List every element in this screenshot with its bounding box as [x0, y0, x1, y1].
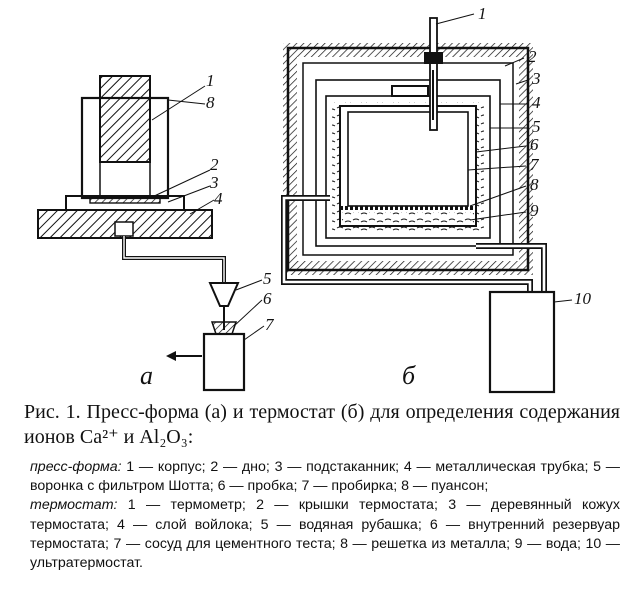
press-labels: 1 8 2 3 4 5 6 7 а [140, 71, 275, 390]
thermo-label-9: 9 [530, 201, 539, 220]
press-label-3: 3 [209, 173, 219, 192]
thermo-label-2: 2 [528, 47, 537, 66]
thermo-label-10: 10 [574, 289, 592, 308]
thermostat-lid-handle [391, 85, 429, 97]
press-label-5: 5 [263, 269, 272, 288]
press-label-2: 2 [210, 155, 219, 174]
press-stopper [210, 321, 238, 335]
thermostat-drawing [281, 13, 573, 394]
panel-b-label: б [402, 361, 416, 390]
legend-thermostat: термостат: 1 — термометр; 2 — крышки тер… [30, 496, 620, 573]
legend-thermo-items: 1 — термометр; 2 — крышки термостата; 3 … [30, 497, 620, 572]
press-label-7: 7 [265, 315, 275, 334]
thermo-label-1: 1 [478, 4, 487, 23]
press-label-1: 1 [206, 71, 215, 90]
ultrathermostat [488, 290, 556, 394]
thermostat-cement-vessel [347, 111, 469, 207]
legend-press-form: пресс-форма: 1 — корпус; 2 — дно; 3 — по… [30, 458, 620, 496]
figure-legend: пресс-форма: 1 — корпус; 2 — дно; 3 — по… [30, 458, 620, 573]
press-form-drawing [37, 75, 265, 392]
press-test-tube [202, 332, 246, 392]
thermo-label-6: 6 [530, 135, 539, 154]
thermo-label-4: 4 [532, 93, 541, 112]
press-label-4: 4 [214, 189, 223, 208]
apparatus-figure: 1 8 2 3 4 5 6 7 а [37, 4, 592, 394]
legend-press-items: 1 — корпус; 2 — дно; 3 — подстаканник; 4… [30, 459, 620, 495]
press-punch [99, 75, 151, 163]
figure-caption: Рис. 1. Пресс-форма (а) и термостат (б) … [24, 401, 620, 448]
legend-press-label: пресс-форма: [30, 459, 122, 475]
thermostat-felt [283, 43, 533, 275]
press-label-6: 6 [263, 289, 272, 308]
press-label-8: 8 [206, 93, 215, 112]
press-funnel [208, 282, 240, 307]
thermostat-labels: 1 2 3 4 5 6 7 8 9 10 б [402, 4, 592, 390]
thermo-label-8: 8 [530, 175, 539, 194]
legend-thermo-label: термостат: [30, 497, 118, 514]
panel-a-label: а [140, 361, 153, 390]
thermostat-water [342, 212, 474, 224]
thermo-label-7: 7 [530, 155, 540, 174]
press-tube [122, 236, 226, 282]
thermo-label-3: 3 [531, 69, 541, 88]
thermo-label-5: 5 [532, 117, 541, 136]
press-bottom [89, 196, 161, 204]
